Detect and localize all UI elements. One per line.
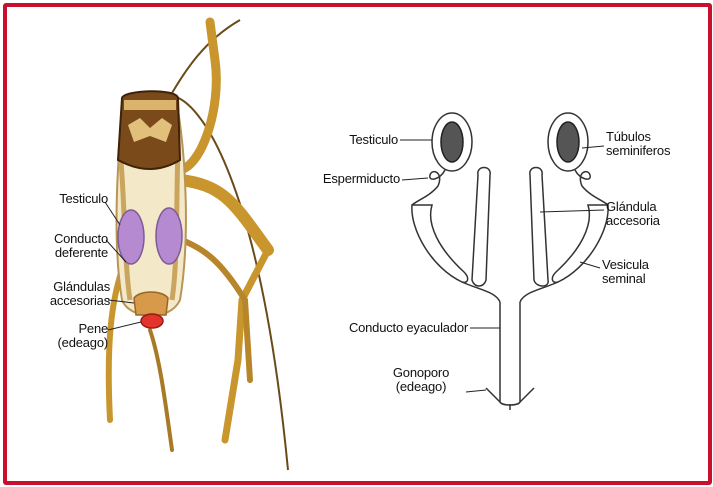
- tubules-left: [441, 122, 463, 162]
- label-glandulas-accesorias: Glándulas accesorias: [20, 280, 110, 308]
- label-s-testiculo: Testiculo: [320, 133, 398, 147]
- leader-s-espermiducto: [402, 178, 428, 180]
- espermiducto-right: [575, 170, 608, 205]
- cercus: [150, 330, 172, 450]
- accessory-glands: [134, 292, 168, 315]
- hind-femur: [180, 180, 268, 250]
- penis-organ: [141, 314, 163, 328]
- vesicula-right: [552, 205, 608, 282]
- label-s-conducto-eyaculador: Conducto eyaculador: [320, 321, 468, 335]
- label-testiculo: Testiculo: [28, 192, 108, 206]
- conducto-eyaculador: [500, 302, 520, 405]
- label-conducto-deferente: Conducto deferente: [28, 232, 108, 260]
- gland-tube-left: [472, 168, 490, 287]
- leader-s-gonoporo: [466, 390, 486, 392]
- label-s-vesicula: Vesicula seminal: [602, 258, 692, 286]
- label-s-tubulos: Túbulos seminiferos: [606, 130, 696, 158]
- tubules-right: [557, 122, 579, 162]
- label-s-espermiducto: Espermiducto: [300, 172, 400, 186]
- antenna-left: [168, 20, 240, 100]
- testis-right: [156, 208, 182, 264]
- head-stripe: [124, 100, 176, 110]
- testis-left: [118, 210, 144, 264]
- label-s-gonoporo: Gonoporo (edeago): [376, 366, 466, 394]
- label-pene: Pene (edeago): [30, 322, 108, 350]
- espermiducto-left: [412, 170, 445, 205]
- label-s-glandula: Glándula accesoria: [606, 200, 696, 228]
- leader-s-vesicula: [580, 262, 600, 268]
- gland-tube-right: [530, 168, 548, 287]
- vesicula-left: [412, 205, 468, 282]
